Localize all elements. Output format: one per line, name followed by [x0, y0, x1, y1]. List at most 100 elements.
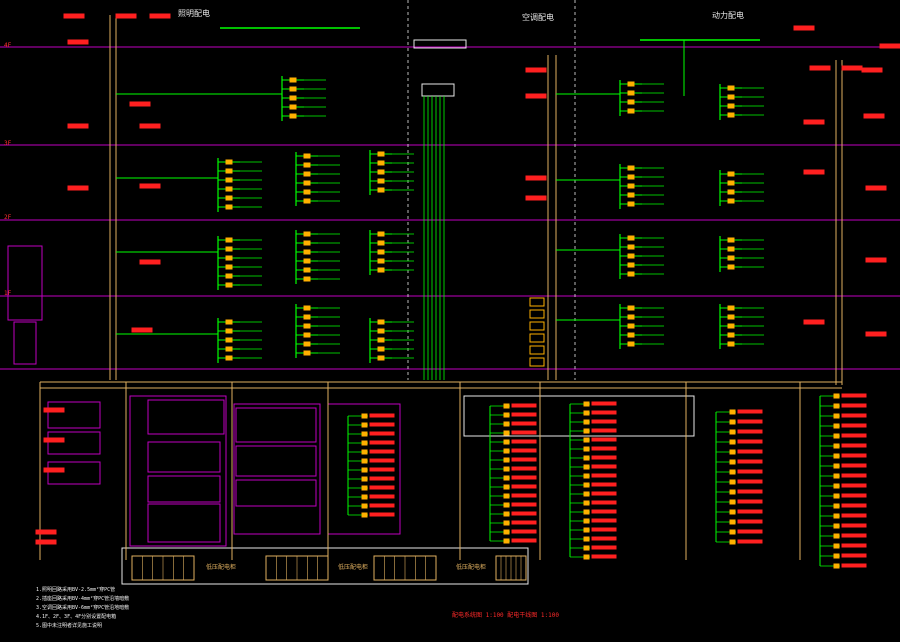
circuit-tag	[841, 553, 867, 558]
breaker-symbol	[727, 264, 735, 270]
circuit-tag	[841, 473, 867, 478]
left-panel-box	[13, 321, 37, 365]
circuit-tag	[591, 437, 617, 442]
panel-label: 低压配电柜	[206, 564, 237, 571]
red-annotation	[139, 123, 161, 129]
breaker-symbol	[377, 355, 385, 361]
risers	[39, 15, 843, 560]
red-annotation	[803, 169, 825, 175]
breaker-symbol	[583, 410, 590, 416]
circuit-tag	[737, 529, 763, 534]
drawing-title: 配电系统图 1:100 配电干线图 1:100	[452, 612, 559, 619]
breaker-symbol	[727, 341, 735, 347]
circuit-tag	[737, 479, 763, 484]
breaker-symbol	[727, 112, 735, 118]
breaker-symbol	[303, 171, 311, 177]
breaker-symbol	[727, 237, 735, 243]
breaker-symbol	[361, 467, 368, 473]
meter-cabinet	[529, 345, 545, 355]
breaker-symbol	[361, 494, 368, 500]
breaker-symbol	[503, 529, 510, 535]
breaker-symbol	[361, 413, 368, 419]
breaker-symbol	[303, 198, 311, 204]
circuit-tag	[369, 503, 395, 508]
circuit-tag	[591, 464, 617, 469]
breaker-symbol	[289, 104, 297, 110]
red-annotation	[35, 539, 57, 545]
breaker-symbol	[727, 305, 735, 311]
red-annotation	[139, 183, 161, 189]
breaker-symbol	[833, 523, 840, 529]
circuit-tag	[369, 431, 395, 436]
circuit-tag	[511, 448, 537, 453]
sub-panel-box	[235, 407, 317, 443]
circuit-tag	[591, 473, 617, 478]
breaker-symbol	[225, 246, 233, 252]
circuit-tag	[841, 463, 867, 468]
breaker-symbol	[225, 346, 233, 352]
breaker-symbol	[833, 553, 840, 559]
breaker-symbol	[627, 323, 635, 329]
circuit-tag	[841, 403, 867, 408]
breaker-symbol	[503, 511, 510, 517]
circuit-tag	[737, 449, 763, 454]
red-annotation	[865, 257, 887, 263]
circuit-tag	[841, 483, 867, 488]
floor-tag-3f: 3F	[4, 140, 12, 147]
breaker-symbol	[833, 463, 840, 469]
breaker-symbol	[627, 90, 635, 96]
breaker-symbol	[503, 538, 510, 544]
circuit-tag	[591, 554, 617, 559]
breaker-symbol	[583, 518, 590, 524]
breaker-symbol	[727, 171, 735, 177]
breaker-symbol	[225, 355, 233, 361]
red-annotation	[525, 93, 547, 99]
breaker-symbol	[361, 503, 368, 509]
circuit-tag	[591, 500, 617, 505]
circuit-tag	[841, 503, 867, 508]
breaker-symbol	[583, 437, 590, 443]
circuit-tag	[369, 494, 395, 499]
circuit-tag	[511, 511, 537, 516]
breaker-symbol	[583, 500, 590, 506]
breaker-symbol	[361, 458, 368, 464]
circuit-tag	[369, 485, 395, 490]
panel-label: 低压配电柜	[338, 564, 369, 571]
sub-panel-box	[129, 395, 227, 547]
circuit-tag	[511, 403, 537, 408]
distribution-boards	[217, 76, 867, 569]
section-header-left: 照明配电	[178, 9, 210, 18]
breaker-symbol	[729, 509, 736, 515]
circuit-tag	[369, 476, 395, 481]
breaker-symbol	[377, 319, 385, 325]
breaker-symbol	[303, 258, 311, 264]
circuit-tag	[591, 482, 617, 487]
breaker-symbol	[729, 499, 736, 505]
breaker-symbol	[303, 162, 311, 168]
circuit-tag	[591, 509, 617, 514]
circuit-tag	[737, 429, 763, 434]
red-annotation	[67, 185, 89, 191]
red-annotation	[43, 467, 65, 473]
breaker-symbol	[583, 482, 590, 488]
breaker-symbol	[377, 231, 385, 237]
red-annotation	[865, 185, 887, 191]
breaker-symbol	[361, 512, 368, 518]
breaker-symbol	[627, 305, 635, 311]
floor-tag-4f: 4F	[4, 42, 12, 49]
breaker-symbol	[583, 419, 590, 425]
breaker-symbol	[583, 464, 590, 470]
breaker-symbol	[727, 246, 735, 252]
breaker-symbol	[377, 160, 385, 166]
red-annotation	[149, 13, 171, 19]
breaker-symbol	[729, 519, 736, 525]
breaker-symbol	[627, 174, 635, 180]
breaker-symbol	[729, 529, 736, 535]
breaker-symbol	[303, 189, 311, 195]
breaker-symbol	[361, 431, 368, 437]
breaker-symbol	[627, 165, 635, 171]
breaker-symbol	[583, 554, 590, 560]
circuit-tag	[841, 423, 867, 428]
circuit-tag	[841, 563, 867, 568]
breaker-symbol	[225, 168, 233, 174]
